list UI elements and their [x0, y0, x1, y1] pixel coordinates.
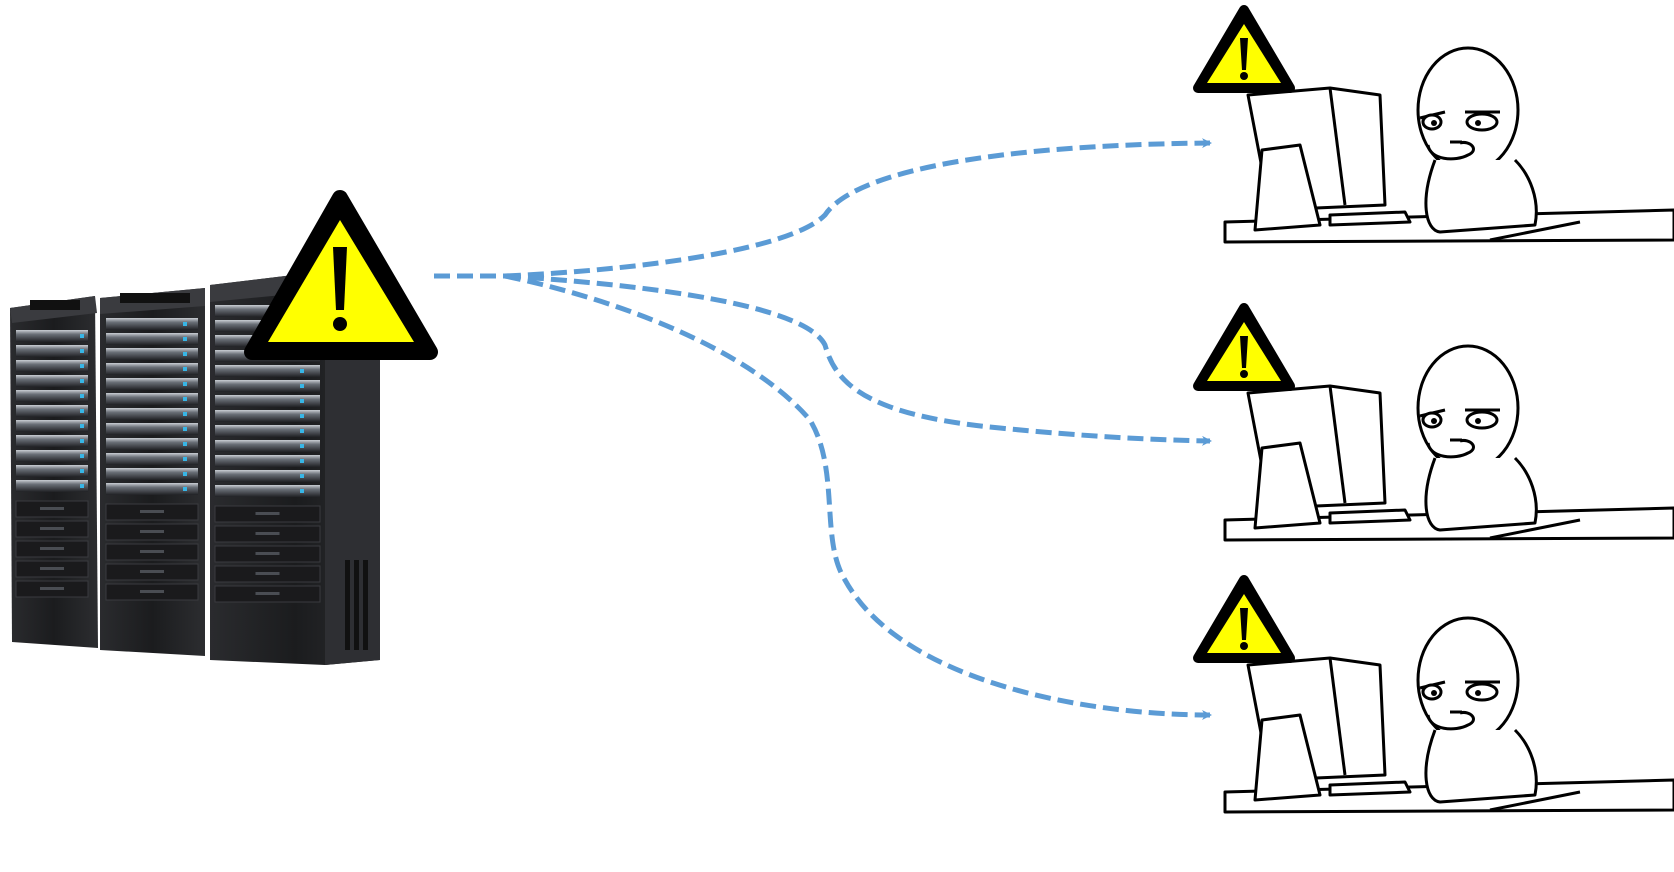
person-body — [1426, 730, 1536, 802]
rack-led — [183, 442, 187, 446]
rack-unit — [215, 455, 320, 467]
user-workstation-3 — [1198, 580, 1674, 812]
rack-unit — [16, 390, 88, 402]
rack-bay-handle — [40, 547, 64, 550]
rack-bay-handle — [256, 512, 280, 515]
rack-led — [183, 457, 187, 461]
rack-led — [80, 439, 84, 443]
keyboard — [1330, 212, 1410, 225]
person-eye — [1467, 412, 1497, 428]
rack-bay-handle — [256, 552, 280, 555]
rack-unit — [215, 410, 320, 422]
rack-led — [80, 394, 84, 398]
connector-to-user-3 — [505, 276, 1210, 715]
rack-led — [80, 469, 84, 473]
rack-led — [300, 399, 304, 403]
rack-unit — [16, 330, 88, 342]
server-warning-icon — [252, 198, 430, 352]
connector-to-user-1 — [505, 143, 1210, 276]
rack-led — [183, 427, 187, 431]
rack-bay-handle — [256, 532, 280, 535]
connectors — [434, 143, 1210, 715]
rack-led — [300, 459, 304, 463]
rack-led — [183, 337, 187, 341]
rack-unit — [215, 425, 320, 437]
rack-bay-handle — [40, 567, 64, 570]
rack-unit — [215, 470, 320, 482]
rack-led — [183, 322, 187, 326]
rack-unit — [16, 480, 88, 492]
rack-unit — [215, 485, 320, 497]
rack-bay-handle — [40, 587, 64, 590]
rack-unit — [215, 380, 320, 392]
rack-led — [183, 487, 187, 491]
rack-unit — [16, 375, 88, 387]
rack-bay-handle — [40, 507, 64, 510]
rack-led — [80, 409, 84, 413]
rack-led — [80, 379, 84, 383]
user-workstations — [1198, 10, 1674, 812]
rack-led — [300, 474, 304, 478]
connector-to-user-2 — [505, 276, 1210, 441]
rack-led — [300, 384, 304, 388]
user-warning-icon — [1198, 308, 1290, 386]
rack-led — [300, 369, 304, 373]
user-workstation-2 — [1198, 308, 1674, 540]
rack-led — [80, 424, 84, 428]
user-warning-icon — [1198, 10, 1290, 88]
rack-led — [183, 472, 187, 476]
rack-unit — [215, 440, 320, 452]
rack-led — [80, 334, 84, 338]
keyboard — [1330, 782, 1410, 795]
rack-unit — [16, 435, 88, 447]
rack-unit — [16, 465, 88, 477]
person-body — [1426, 160, 1536, 232]
rack-bay-handle — [256, 592, 280, 595]
rack-led — [300, 429, 304, 433]
user-workstation-1 — [1198, 10, 1674, 242]
rack-led — [183, 412, 187, 416]
keyboard — [1330, 510, 1410, 523]
rack-led — [300, 489, 304, 493]
rack-led — [80, 364, 84, 368]
person-body — [1426, 458, 1536, 530]
rack-bay-handle — [140, 570, 164, 573]
person-eye — [1467, 114, 1497, 130]
rack-led — [183, 397, 187, 401]
rack-unit — [16, 345, 88, 357]
rack-bay-handle — [256, 572, 280, 575]
rack-bay-handle — [140, 530, 164, 533]
person-eye — [1467, 684, 1497, 700]
rack-led — [80, 484, 84, 488]
user-warning-icon — [1198, 580, 1290, 658]
rack-unit — [16, 450, 88, 462]
rack-bay-handle — [40, 527, 64, 530]
rack-led — [183, 382, 187, 386]
rack-unit — [16, 420, 88, 432]
rack-led — [183, 367, 187, 371]
rack-unit — [16, 360, 88, 372]
rack-bay-handle — [140, 590, 164, 593]
rack-unit — [16, 405, 88, 417]
rack-bay-handle — [140, 510, 164, 513]
rack-led — [300, 414, 304, 418]
person-hand — [1428, 440, 1473, 456]
rack-bay-handle — [140, 550, 164, 553]
rack-led — [183, 352, 187, 356]
rack-led — [80, 349, 84, 353]
person-hand — [1428, 712, 1473, 728]
rack-unit — [215, 395, 320, 407]
rack-led — [300, 444, 304, 448]
person-hand — [1428, 142, 1473, 158]
rack-unit — [215, 365, 320, 377]
rack-led — [80, 454, 84, 458]
